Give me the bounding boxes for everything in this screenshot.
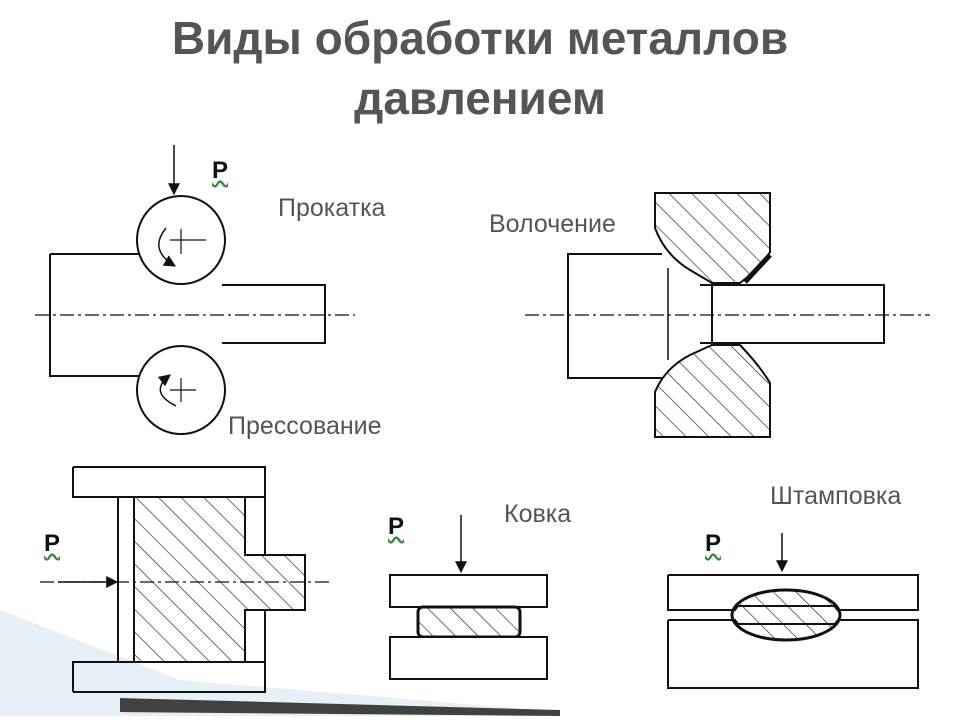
forging-diagram: [389, 515, 548, 680]
pressing-diagram: [40, 466, 330, 693]
force-label-stamping: P: [705, 530, 722, 557]
force-label-pressing: P: [44, 530, 61, 557]
stamped-part: [730, 588, 842, 642]
stamping-diagram: [667, 533, 919, 689]
lower-roll: [136, 345, 226, 435]
lower-anvil: [389, 636, 548, 680]
upper-anvil: [389, 574, 548, 608]
press-punch: [117, 496, 135, 663]
force-label-rolling: P: [212, 157, 229, 184]
label-forging: Ковка: [504, 500, 572, 528]
label-pressing: Прессование: [228, 412, 382, 440]
lower-die: [654, 344, 771, 438]
page-title: Виды обработки металлов давлением: [0, 8, 960, 128]
label-stamping: Штамповка: [770, 482, 902, 510]
title-line-2: давлением: [354, 72, 606, 124]
label-drawing: Волочение: [489, 210, 616, 238]
label-rolling: Прокатка: [278, 194, 386, 222]
title-line-1: Виды обработки металлов: [171, 12, 789, 64]
force-label-forging: P: [388, 513, 405, 540]
decorative-stripes: [0, 610, 560, 716]
forged-billet: [416, 605, 522, 639]
upper-die: [654, 192, 771, 284]
pressed-billet: [133, 496, 306, 663]
upper-roll: [136, 195, 226, 285]
drawing-diagram: [525, 192, 930, 438]
rolling-diagram: [35, 145, 355, 435]
